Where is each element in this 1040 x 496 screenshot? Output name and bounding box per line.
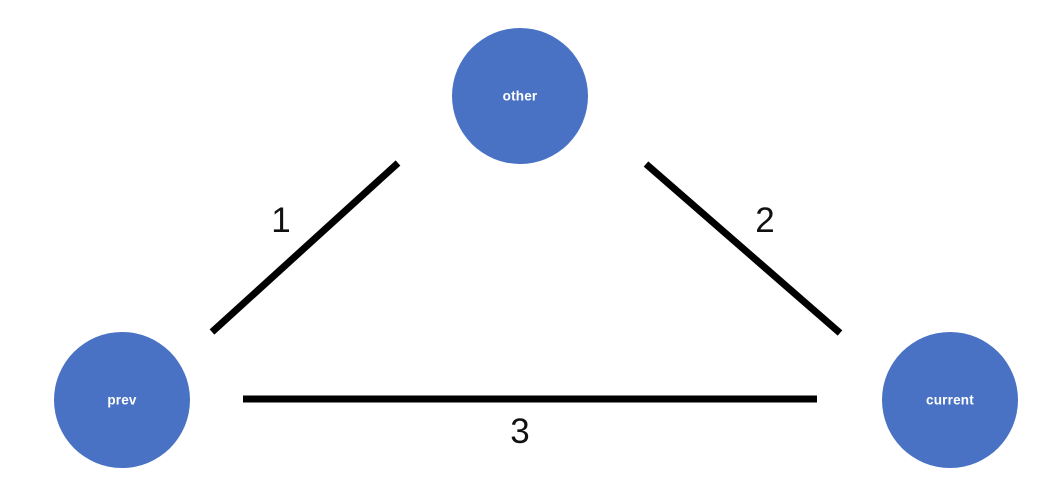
node-label-prev: prev: [107, 393, 137, 408]
edge-label-2: 2: [755, 201, 774, 240]
node-circle-current[interactable]: [882, 332, 1018, 468]
edge-other-current[interactable]: [643, 161, 843, 336]
node-current[interactable]: current: [882, 332, 1018, 468]
node-prev[interactable]: prev: [54, 332, 190, 468]
node-other[interactable]: other: [452, 28, 588, 164]
node-circle-other[interactable]: [452, 28, 588, 164]
node-label-other: other: [503, 89, 538, 104]
node-label-current: current: [926, 393, 974, 408]
edge-label-group: 1 2 3: [271, 201, 774, 451]
edge-label-1: 1: [271, 201, 290, 240]
edge-group: [209, 160, 843, 403]
edge-label-3: 3: [510, 412, 529, 451]
node-circle-prev[interactable]: [54, 332, 190, 468]
edge-prev-other[interactable]: [209, 160, 401, 335]
